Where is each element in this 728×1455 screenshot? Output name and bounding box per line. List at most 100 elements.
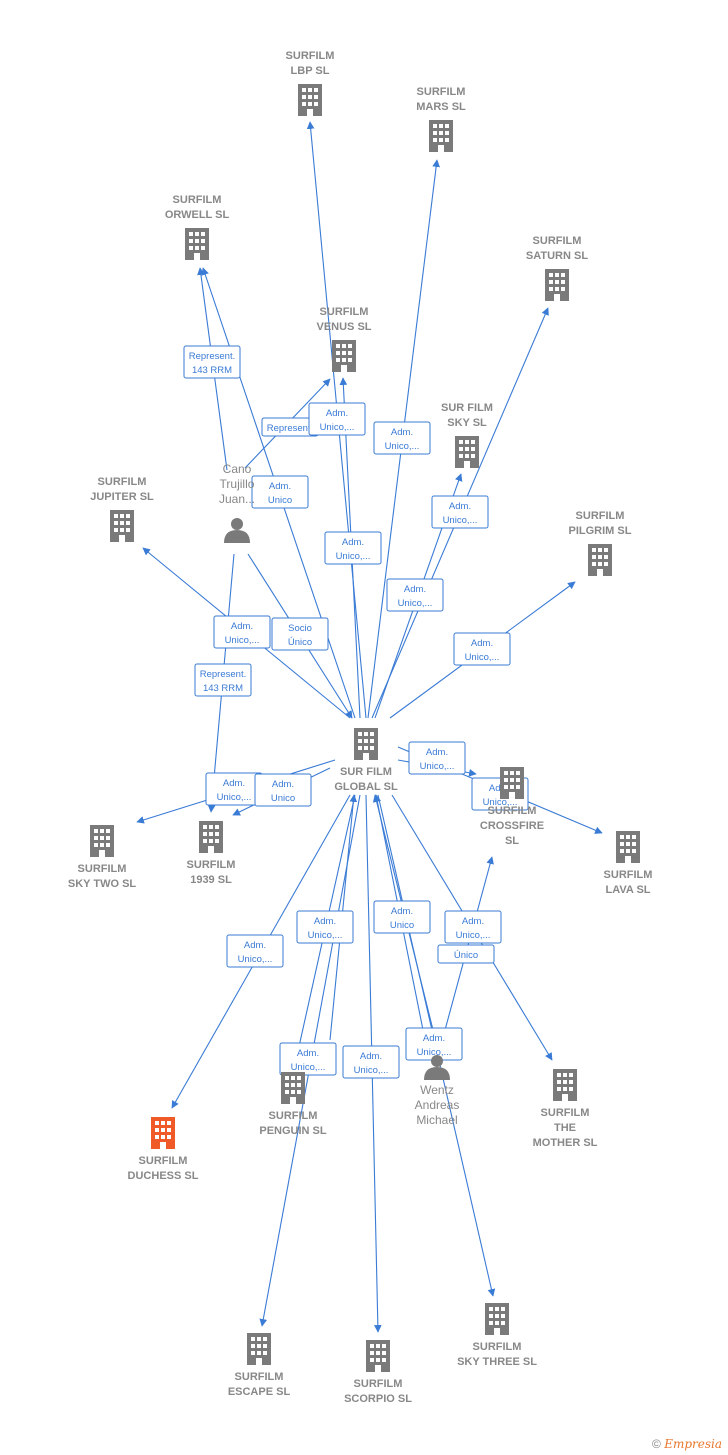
edge-label-l20[interactable]: Adm.Unico,... (444, 910, 502, 944)
node-cano[interactable]: CanoTrujilloJuan... (219, 462, 255, 543)
node-label: Andreas (415, 1098, 460, 1112)
edge-label-text: Unico (268, 495, 292, 506)
node-label: SURFILM (187, 859, 236, 871)
edge-label-l22[interactable]: Adm. Unico,... (279, 1042, 337, 1076)
edge-label-l7[interactable]: Adm.Unico,... (324, 531, 382, 565)
edge-label-l13[interactable]: Adm.Unico,... (408, 741, 466, 775)
edge-label-l15[interactable]: Adm.Unico (254, 773, 312, 807)
edge-label-l4[interactable]: Adm.Unico,... (373, 421, 431, 455)
edge-label-text: Represent. (267, 423, 313, 434)
edge-label-box (271, 617, 329, 651)
edge-label-text: Adm. (297, 1048, 319, 1059)
edge-label-text: Unico,... (217, 792, 252, 803)
edge-label-text: Unico,... (398, 598, 433, 609)
building-icon (553, 1069, 577, 1101)
edge-label-text: Adm. (326, 408, 348, 419)
edge-label-text: Represent. (200, 669, 246, 680)
edge-label-text: Adm. (244, 940, 266, 951)
building-icon (455, 436, 479, 468)
edge-label-box (308, 402, 366, 436)
node-label: Wentz (420, 1083, 454, 1097)
node-label: SURFILM (488, 805, 537, 817)
edge-label-box (453, 632, 511, 666)
edge-label-box (279, 1042, 337, 1076)
node-label: SURFILM (320, 306, 369, 318)
edge-label-box (444, 910, 502, 944)
node-label: SURFILM (417, 86, 466, 98)
edge-label-text: Unico,... (417, 1047, 452, 1058)
edge-label-l12[interactable]: Adm.Unico,... (453, 632, 511, 666)
building-icon (616, 831, 640, 863)
node-label: SKY TWO SL (68, 878, 137, 890)
node-label: SURFILM (78, 863, 127, 875)
edge-label-box (437, 944, 495, 964)
edge-label-l3[interactable]: Adm. Unico,... (308, 402, 366, 436)
edge-label-l19[interactable]: Adm.Unico (373, 900, 431, 934)
building-icon (354, 728, 378, 760)
node-s1939[interactable]: SURFILM 1939 SL (187, 821, 236, 886)
edge-label-text: Unico,... (291, 1062, 326, 1073)
edge-label-l5[interactable]: Adm. Unico (251, 475, 309, 509)
node-label: GLOBAL SL (334, 781, 398, 793)
edge-label-l24[interactable]: Adm.Unico,... (405, 1027, 463, 1061)
edge-label-l2[interactable]: Represent. (261, 417, 319, 437)
edge-label-l8[interactable]: Adm. Unico,... (386, 578, 444, 612)
edge-label-text: Adm. (269, 481, 291, 492)
node-label: MARS SL (416, 101, 466, 113)
building-icon (298, 84, 322, 116)
edge-label-l17[interactable]: Adm.Unico,... (296, 910, 354, 944)
node-label: 1939 SL (190, 874, 232, 886)
building-icon (247, 1333, 271, 1365)
edge-label-text: Unico (390, 920, 414, 931)
edge-label-text: Unico,... (320, 422, 355, 433)
edge-label-l18[interactable]: Adm. Unico,... (226, 934, 284, 968)
node-label: SURFILM (235, 1371, 284, 1383)
building-icon (281, 1072, 305, 1104)
node-label: Cano (223, 462, 252, 476)
edge-label-text: Adm. (471, 638, 493, 649)
edge-label-text: Adm. (404, 584, 426, 595)
brand-logo[interactable]: Empresia (664, 1437, 722, 1451)
edge-label-l21[interactable]: Único (437, 944, 495, 964)
edge-label-text: Unico,... (443, 515, 478, 526)
node-label: SURFILM (604, 869, 653, 881)
node-label: LBP SL (291, 65, 330, 77)
edge-label-box (408, 741, 466, 775)
node-label: SKY SL (447, 417, 487, 429)
edge-label-box (373, 421, 431, 455)
node-mars[interactable]: SURFILM MARS SL (416, 86, 466, 152)
edge-label-text: Unico,... (238, 954, 273, 965)
node-label: Juan... (219, 492, 255, 506)
edge-label-l14[interactable]: Adm.Unico,... (205, 772, 263, 806)
edge-label-text: Unico,... (483, 797, 518, 808)
edge-label-l1[interactable]: Represent.143 RRM (183, 345, 241, 379)
edge-label-l23[interactable]: Adm.Unico,... (342, 1045, 400, 1079)
edge-label-l6[interactable]: Adm.Unico,... (431, 495, 489, 529)
building-icon (151, 1117, 175, 1149)
node-label: ORWELL SL (165, 209, 230, 221)
edge-label-box (296, 910, 354, 944)
node-label: SURFILM (354, 1378, 403, 1390)
edge-label-l9[interactable]: Adm.Unico,... (213, 615, 271, 649)
edge-label-l11[interactable]: Represent.143 RRM (194, 663, 252, 697)
node-skytwo[interactable]: SURFILM SKY TWO SL (68, 825, 137, 890)
